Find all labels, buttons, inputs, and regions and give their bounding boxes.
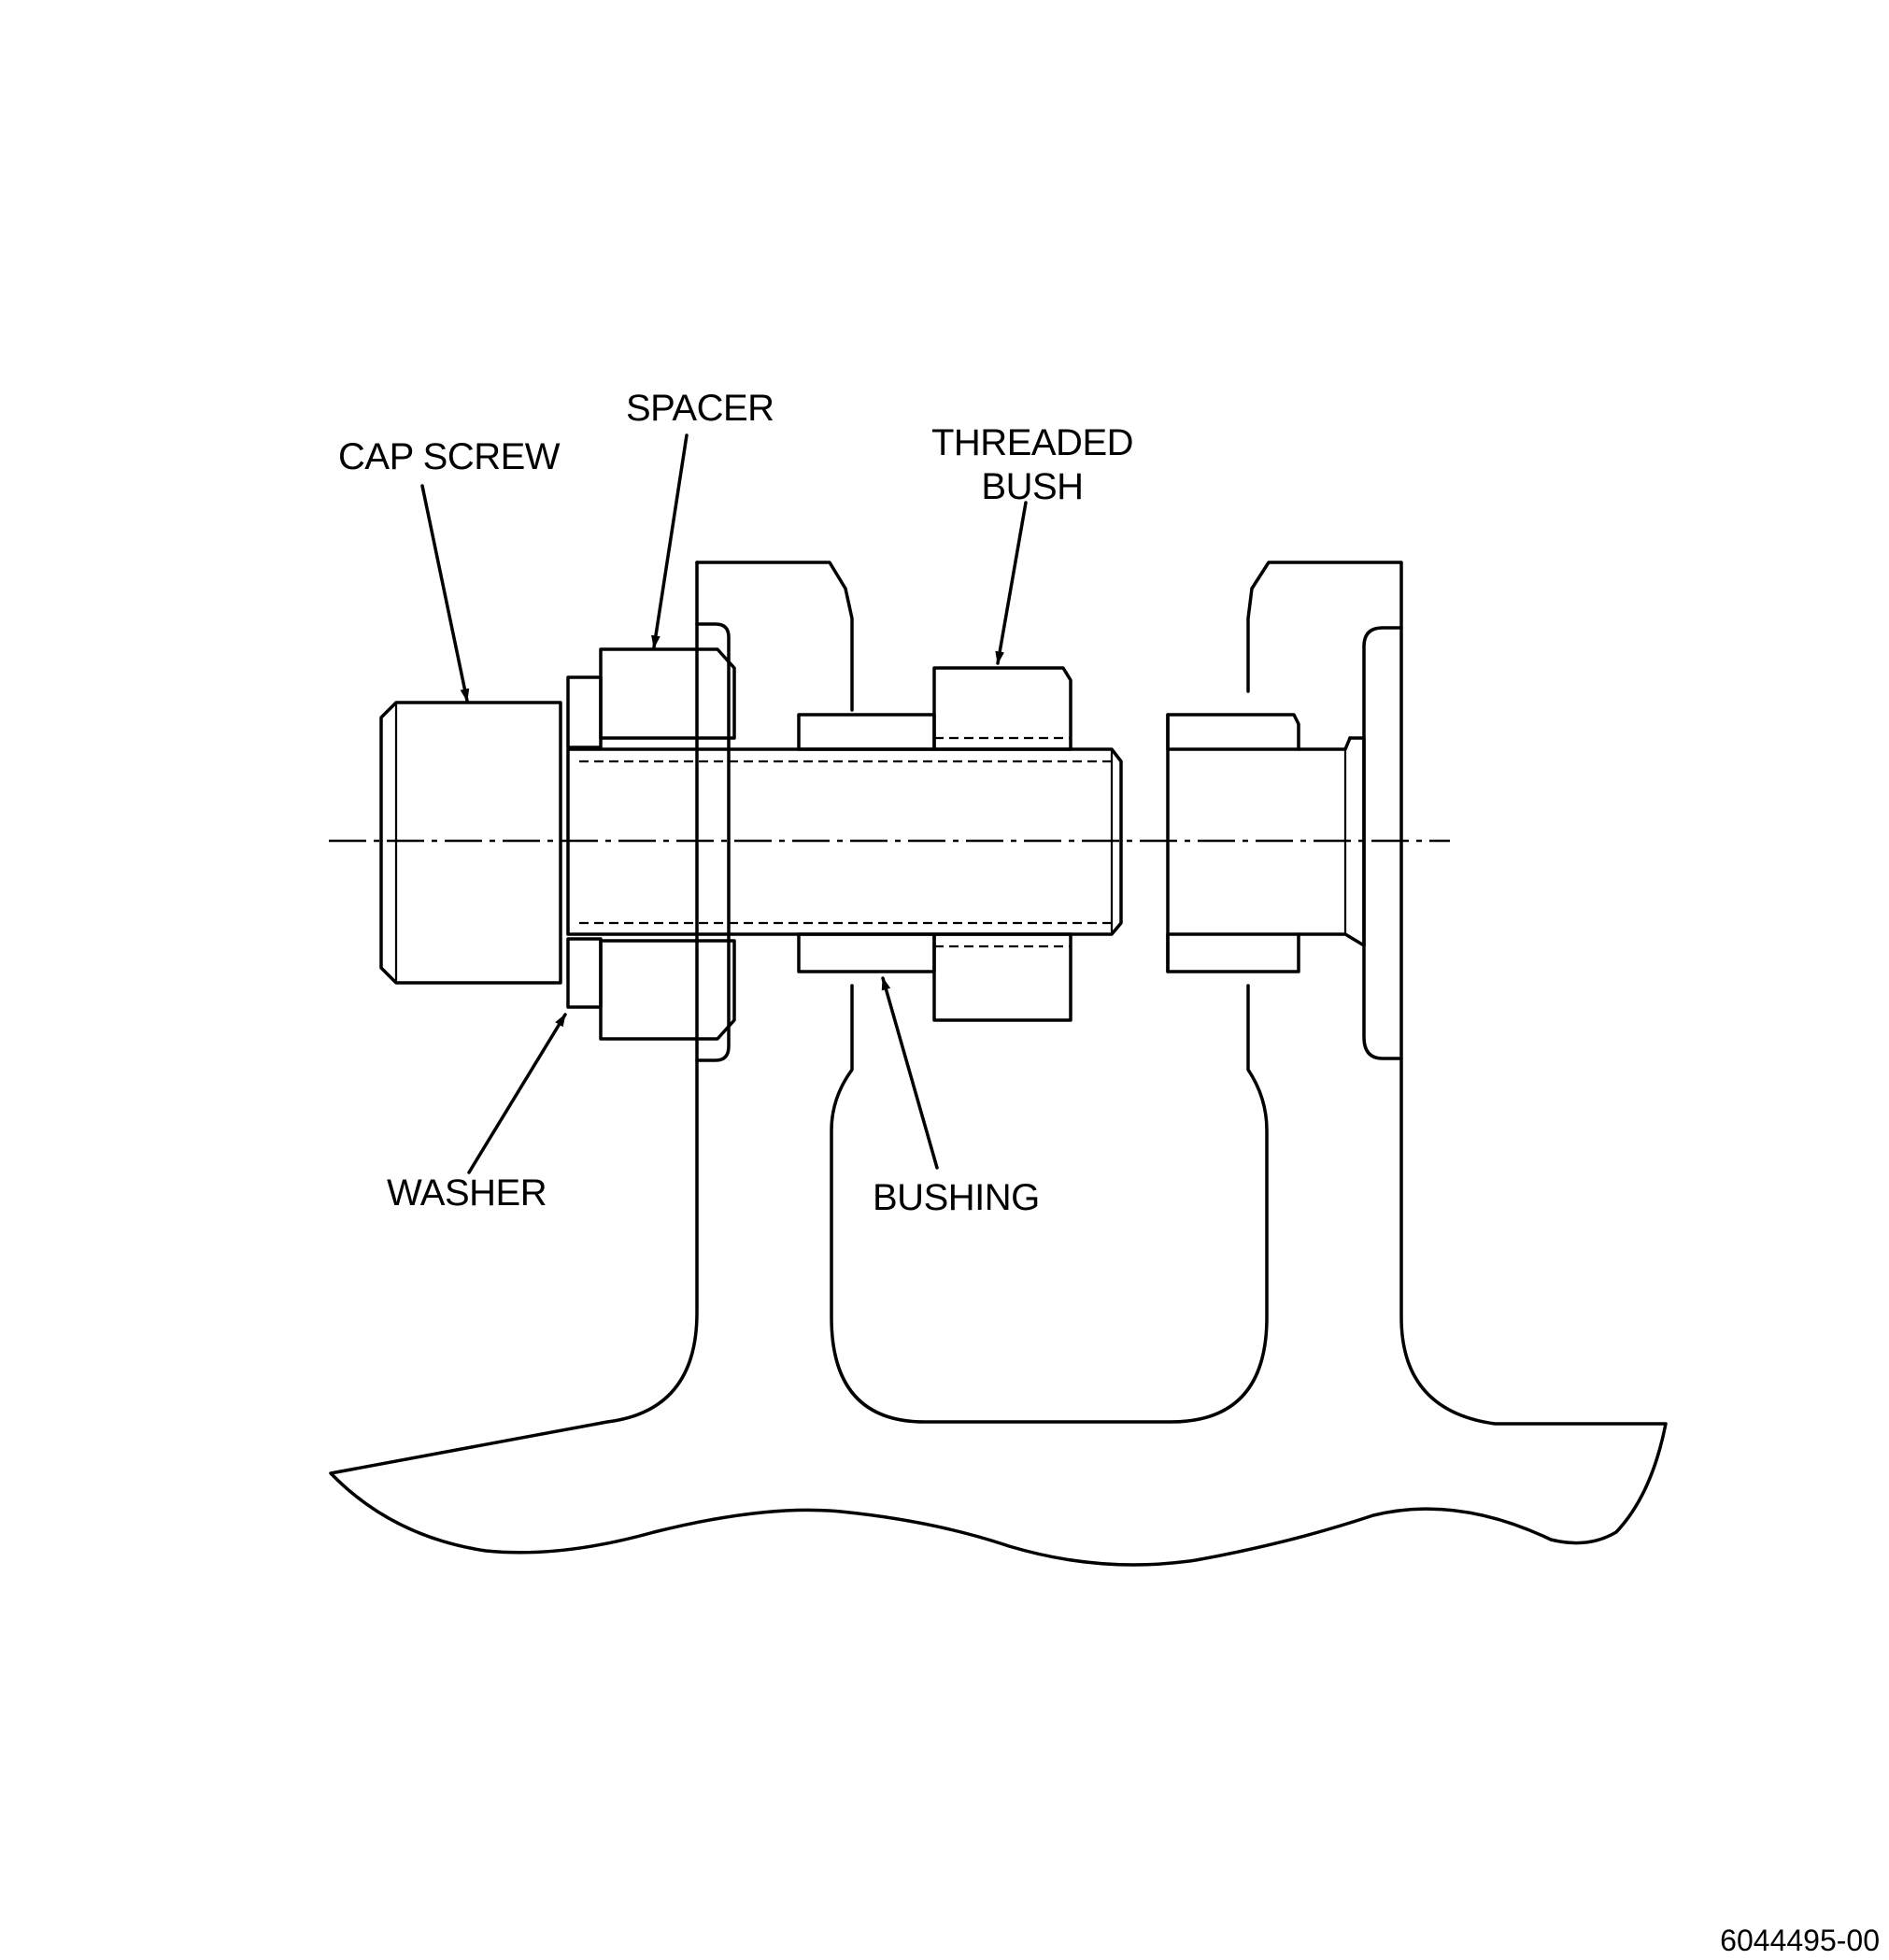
spacer xyxy=(599,647,736,1041)
threaded-bush xyxy=(932,666,1072,1022)
leader-washer xyxy=(467,1013,567,1174)
right-bushing xyxy=(1166,713,1366,973)
label-spacer: SPACER xyxy=(626,388,774,429)
label-washer: WASHER xyxy=(387,1172,547,1214)
label-bushing: BUSHING xyxy=(873,1177,1040,1218)
bushing xyxy=(797,713,936,973)
label-threaded-bush-line2: BUSH xyxy=(981,466,1083,507)
housing-body xyxy=(329,561,1668,1567)
washer xyxy=(566,675,603,1009)
leader-cap-screw xyxy=(420,484,470,703)
leader-spacer xyxy=(651,433,689,649)
leaders xyxy=(420,433,1028,1174)
leader-bushing xyxy=(881,976,939,1170)
leader-threaded-bush xyxy=(995,501,1028,665)
cap-screw-head xyxy=(379,701,562,985)
drawing-number: 6044495-00 xyxy=(1720,1924,1880,1957)
label-cap-screw: CAP SCREW xyxy=(338,436,561,477)
label-threaded-bush-line1: THREADED xyxy=(931,422,1133,463)
cap-screw-shank xyxy=(566,747,1123,936)
